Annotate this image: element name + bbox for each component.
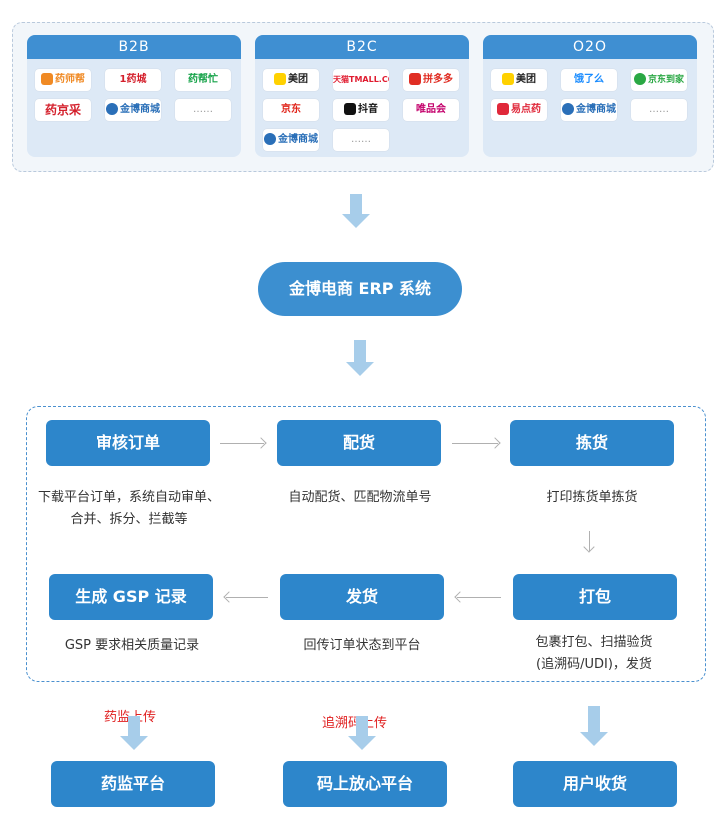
logo-k-icon <box>264 133 276 145</box>
target-drug-regulator-platform: 药监平台 <box>51 761 215 807</box>
logo-mark-icon <box>409 73 421 85</box>
logo-jinbo-mall: 金博商城 <box>263 129 319 151</box>
logo-vipshop: 唯品会 <box>403 99 459 121</box>
logo-meituan: 美团 <box>491 69 547 91</box>
channel-panel-b2c: B2C 美团 天猫TMALL.COM 拼多多 京东 抖音 唯品会 金博商城 …… <box>255 35 469 157</box>
erp-system-node: 金博电商 ERP 系统 <box>258 262 462 316</box>
step-review-order: 审核订单 <box>46 420 210 466</box>
order-flow-frame <box>26 406 706 682</box>
upload-label-trace: 追溯码上传 <box>322 716 388 731</box>
step-allocate: 配货 <box>277 420 441 466</box>
logo-yidianyao: 易点药 <box>491 99 547 121</box>
target-trace-platform: 码上放心平台 <box>283 761 447 807</box>
step-allocate-desc: 自动配货、匹配物流单号 <box>288 490 432 505</box>
down-arrow-icon <box>589 531 590 551</box>
channel-title: B2C <box>255 35 469 59</box>
logo-jinbo-mall: 金博商城 <box>105 99 161 121</box>
logo-jinbo-mall: 金博商城 <box>561 99 617 121</box>
logo-more: …… <box>333 129 389 151</box>
logo-pinduoduo: 拼多多 <box>403 69 459 91</box>
logo-meituan: 美团 <box>263 69 319 91</box>
logo-yaoshibang: 药师帮 <box>35 69 91 91</box>
right-arrow-icon <box>452 443 498 444</box>
logo-mark-icon <box>502 73 514 85</box>
step-pack-desc: 包裹打包、扫描验货(追溯码/UDI)，发货 <box>535 635 653 672</box>
channel-title: B2B <box>27 35 241 59</box>
logo-jd: 京东 <box>263 99 319 121</box>
step-pack: 打包 <box>513 574 677 620</box>
logo-eleme: 饿了么 <box>561 69 617 91</box>
step-ship-desc: 回传订单状态到平台 <box>303 638 421 653</box>
logo-yaobangmang: 药帮忙 <box>175 69 231 91</box>
step-gsp-record: 生成 GSP 记录 <box>49 574 213 620</box>
step-picking-desc: 打印拣货单拣货 <box>546 490 638 505</box>
logo-yaojingcai: 药京采 <box>35 99 91 121</box>
target-customer-receipt: 用户收货 <box>513 761 677 807</box>
step-ship: 发货 <box>280 574 444 620</box>
logo-1yaocheng: 1药城 <box>105 69 161 91</box>
left-arrow-icon <box>457 597 501 598</box>
channel-panel-o2o: O2O 美团 饿了么 京东到家 易点药 金博商城 …… <box>483 35 697 157</box>
left-arrow-icon <box>226 597 268 598</box>
logo-mark-icon <box>41 73 53 85</box>
step-picking: 拣货 <box>510 420 674 466</box>
logo-k-icon <box>562 103 574 115</box>
sales-channels-frame: B2B 药师帮 1药城 药帮忙 药京采 金博商城 …… B2C 美团 天猫TMA… <box>12 22 714 172</box>
logo-k-icon <box>106 103 118 115</box>
step-gsp-desc: GSP 要求相关质量记录 <box>64 638 200 653</box>
logo-mark-icon <box>274 73 286 85</box>
logo-more: …… <box>175 99 231 121</box>
logo-note-icon <box>344 103 356 115</box>
step-review-desc: 下载平台订单，系统自动审单、合并、拆分、拦截等 <box>37 490 220 527</box>
channel-panel-b2b: B2B 药师帮 1药城 药帮忙 药京采 金博商城 …… <box>27 35 241 157</box>
logo-jd-daojia: 京东到家 <box>631 69 687 91</box>
logo-mark-icon <box>633 73 646 85</box>
right-arrow-icon <box>220 443 264 444</box>
logo-more: …… <box>631 99 687 121</box>
logo-mark-icon <box>497 103 509 115</box>
logo-tmall: 天猫TMALL.COM <box>333 69 389 91</box>
channel-title: O2O <box>483 35 697 59</box>
logo-douyin: 抖音 <box>333 99 389 121</box>
